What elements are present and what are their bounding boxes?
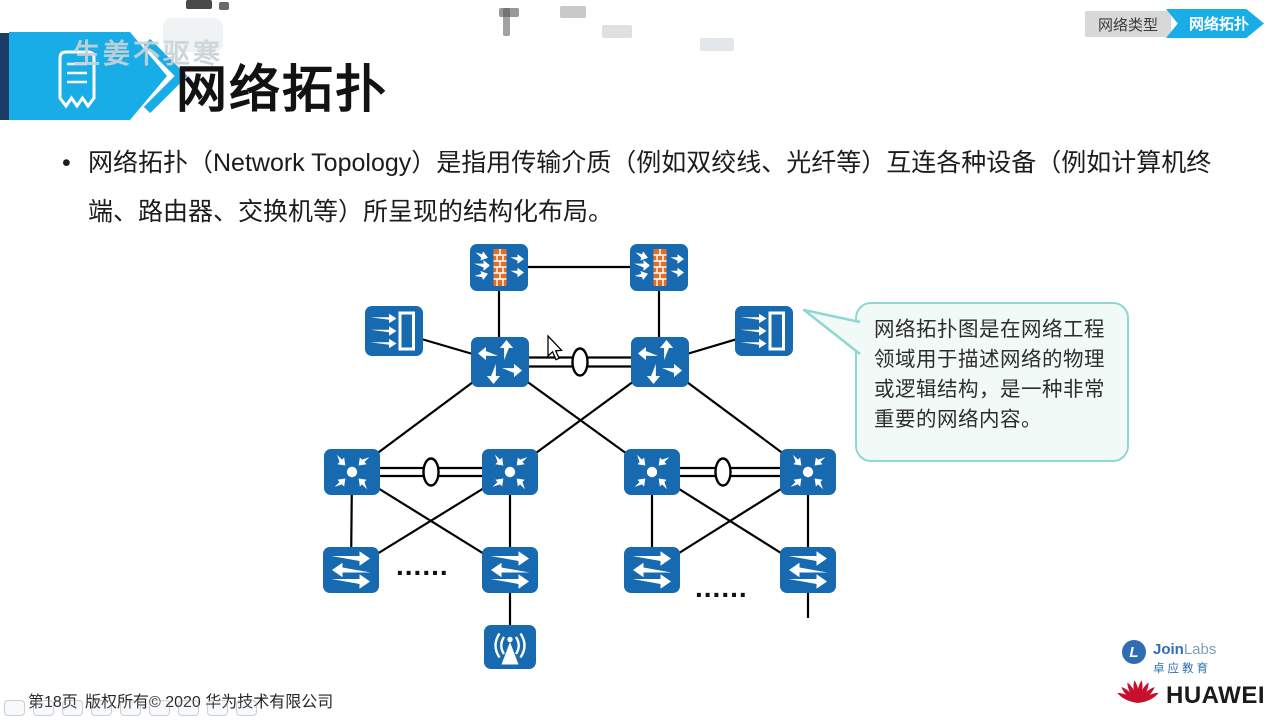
ghost-dock-row — [0, 699, 280, 719]
header-banner — [0, 32, 188, 120]
joinlabs-caption: 卓应教育 — [1153, 663, 1211, 675]
joinlabs-initial: L — [1129, 643, 1139, 661]
ellipsis-left: ...... — [396, 550, 449, 581]
bullet-marker: • — [62, 149, 71, 177]
router-icon-2 — [631, 337, 689, 387]
banner-chevron-shape — [9, 32, 167, 120]
tab-network-type: 网络类型 — [1085, 11, 1171, 37]
danmaku-fragment — [219, 2, 229, 10]
agg-switch-icon-4 — [780, 449, 836, 495]
document-icon — [58, 50, 96, 109]
callout-tail — [802, 308, 861, 355]
ghost-dock-icon — [149, 700, 170, 716]
firewall-icon-2 — [630, 244, 688, 291]
danmaku-fragment — [560, 6, 586, 18]
bullet-text: 网络拓扑（Network Topology）是指用传输介质（例如双绞线、光纤等）… — [88, 149, 1212, 226]
tab-network-topology: 网络拓扑 — [1166, 9, 1264, 38]
joinlabs-primary: Join — [1153, 641, 1184, 658]
link-aggregation-ellipses — [422, 347, 732, 487]
converging-arrows-icon-left — [365, 306, 423, 356]
ghost-dock-icon — [91, 700, 112, 716]
ellipsis-right: ...... — [695, 572, 748, 603]
ghost-artifact — [548, 50, 612, 94]
ghost-artifact — [163, 18, 223, 52]
agg-switch-icon-3 — [624, 449, 680, 495]
huawei-wordmark: HUAWEI — [1166, 682, 1265, 709]
ghost-artifact — [622, 56, 674, 94]
chevron-outline — [143, 38, 188, 114]
joinlabs-secondary: Labs — [1183, 641, 1217, 658]
navy-edge-strip — [0, 33, 9, 120]
danmaku-fragment — [700, 38, 734, 51]
joinlabs-circle-icon: L — [1122, 640, 1146, 664]
tab-network-type-label: 网络类型 — [1097, 16, 1158, 34]
firewall-icon-1 — [470, 244, 528, 291]
ghost-dock-icon — [207, 700, 228, 716]
ghost-dock-icon — [120, 700, 141, 716]
ghost-artifact — [682, 60, 740, 90]
mouse-cursor — [547, 334, 564, 361]
ghost-artifact — [483, 58, 539, 92]
page-title: 网络拓扑 — [176, 61, 389, 118]
access-switch-icon-2 — [482, 547, 538, 593]
access-switch-icon-3 — [624, 547, 680, 593]
danmaku-fragment — [186, 0, 212, 9]
bullet-paragraph: • 网络拓扑（Network Topology）是指用传输介质（例如双绞线、光纤… — [60, 139, 1232, 237]
wireless-ap-icon — [484, 625, 536, 669]
converging-arrows-icon-right — [735, 306, 793, 356]
ghost-dock-icon — [33, 700, 54, 716]
danmaku-fragment — [503, 8, 510, 36]
access-switch-icon-1 — [323, 547, 379, 593]
agg-switch-icon-1 — [324, 449, 380, 495]
agg-switch-icon-2 — [482, 449, 538, 495]
ghost-dock-icon — [4, 700, 25, 716]
router-icon-1 — [471, 337, 529, 387]
ghost-dock-icon — [62, 700, 83, 716]
callout-bubble: 网络拓扑图是在网络工程 领域用于描述网络的物理 或逻辑结构，是一种非常 重要的网… — [855, 302, 1129, 462]
ghost-dock-icon — [236, 700, 257, 716]
danmaku-watermark: 生姜不驱寒 — [73, 39, 223, 69]
access-switch-icon-4 — [780, 547, 836, 593]
callout-text: 网络拓扑图是在网络工程 领域用于描述网络的物理 或逻辑结构，是一种非常 重要的网… — [874, 318, 1105, 431]
joinlabs-wordmark: JoinLabs — [1153, 641, 1216, 658]
ghost-dock-icon — [178, 700, 199, 716]
tab-network-topology-label: 网络拓扑 — [1188, 16, 1249, 33]
huawei-flower-icon — [1117, 680, 1159, 703]
danmaku-fragment — [602, 25, 632, 38]
